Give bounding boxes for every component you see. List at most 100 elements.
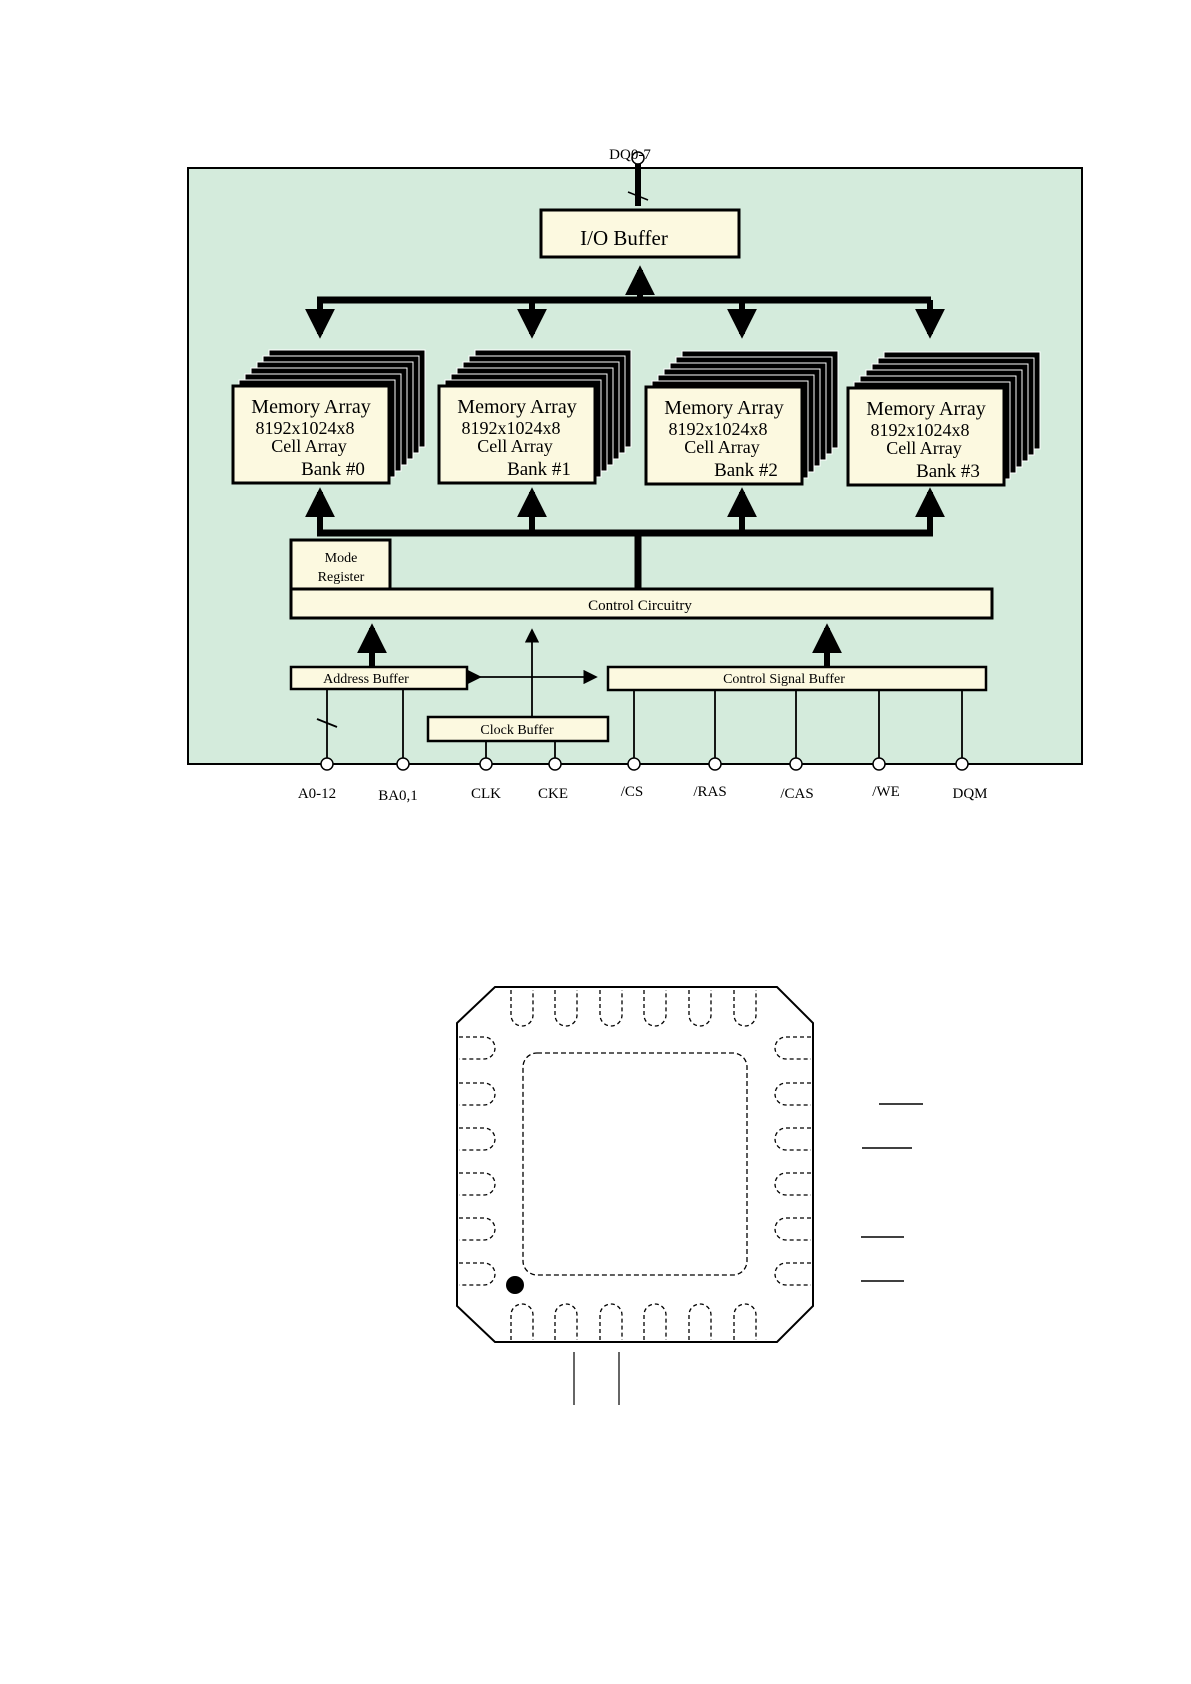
bank-2-size: 8192x1024x8: [669, 419, 768, 439]
pin-label-cke: CKE: [538, 786, 568, 802]
pad-bottom-3: [643, 1303, 667, 1340]
pad-left-4: [459, 1217, 496, 1241]
bank-3-title: Memory Array: [866, 398, 985, 420]
pad-top-4: [688, 990, 712, 1027]
pin-circle-3: [548, 757, 562, 771]
pin-circle-5: [708, 757, 722, 771]
pin-labels: A0-12 BA0,1 CLK CKE /CS /RAS /CAS /WE DQ…: [298, 784, 988, 804]
memory-bank-0: [231, 349, 426, 485]
bank-labels: Memory Array 8192x1024x8 Cell Array Bank…: [251, 396, 985, 482]
clock-buffer-box: [426, 715, 610, 743]
package-outline: [456, 986, 814, 1343]
bank-0-labels: Memory Array 8192x1024x8 Cell Array Bank…: [251, 396, 370, 480]
bank-1-number: Bank #1: [507, 459, 571, 480]
memory-bank-3: [846, 351, 1041, 487]
mode-register-line1: Mode: [325, 551, 358, 566]
bank-2-labels: Memory Array 8192x1024x8 Cell Array Bank…: [664, 397, 783, 481]
pin-circle-0: [320, 757, 334, 771]
dq-pin: [631, 151, 645, 165]
exposed-pad-outline: [522, 1052, 748, 1276]
pad-left-0: [459, 1036, 496, 1060]
pad-top-1: [554, 990, 578, 1027]
pad-bottom-1: [554, 1303, 578, 1340]
package-drawing: [456, 986, 923, 1405]
pad-bottom-0: [510, 1303, 534, 1340]
io-buffer-box: [539, 208, 741, 259]
control-circuitry-box: [289, 587, 994, 620]
pad-bottom-5: [733, 1303, 757, 1340]
block-diagram: DQ0-7 I/O Buffer Memory Array 8192x1024x…: [187, 147, 1083, 804]
bank-3-front-layer: [846, 386, 1006, 487]
bank-0-number: Bank #0: [301, 459, 365, 480]
pad-left-2: [459, 1127, 496, 1151]
bank-2-sub: Cell Array: [684, 437, 759, 457]
bank-1-sub: Cell Array: [477, 436, 552, 456]
memory-bank-2: [644, 350, 839, 486]
io-buffer-label: I/O Buffer: [580, 226, 668, 250]
pin-label-cs: /CS: [621, 784, 644, 800]
pin-label-cas: /CAS: [780, 786, 813, 802]
pads-bottom: [510, 1303, 757, 1340]
address-buffer-box: [289, 665, 469, 691]
bank-3-size: 8192x1024x8: [871, 420, 970, 440]
pad-left-5: [459, 1262, 496, 1286]
pad-right-5: [774, 1262, 811, 1286]
pin-label-ba01: BA0,1: [378, 788, 418, 804]
pad-left-1: [459, 1082, 496, 1106]
pin-circle-2: [479, 757, 493, 771]
pads-right: [774, 1036, 811, 1286]
control-signal-buffer-box: [606, 665, 988, 692]
address-buffer-label: Address Buffer: [323, 672, 409, 687]
bank-0-front-layer: [231, 384, 391, 485]
pad-right-0: [774, 1036, 811, 1060]
pin-label-we: /WE: [872, 784, 900, 800]
pin-label-a0-12: A0-12: [298, 786, 336, 802]
pin-circles: [320, 757, 969, 771]
pin-circle-1: [396, 757, 410, 771]
clock-buffer-label: Clock Buffer: [480, 723, 554, 738]
pad-right-1: [774, 1082, 811, 1106]
pin-circle-8: [955, 757, 969, 771]
pin-label-ras: /RAS: [693, 784, 726, 800]
control-signal-buffer-label: Control Signal Buffer: [723, 672, 845, 687]
pad-right-2: [774, 1127, 811, 1151]
pin-circle-7: [872, 757, 886, 771]
bank-0-sub: Cell Array: [271, 436, 346, 456]
pad-top-3: [643, 990, 667, 1027]
bank-1-size: 8192x1024x8: [462, 418, 561, 438]
dq-slash: [627, 191, 649, 201]
bank-3-sub: Cell Array: [886, 438, 961, 458]
pin-label-dqm: DQM: [952, 786, 987, 802]
pads-top: [510, 990, 757, 1027]
pin-circle-4: [627, 757, 641, 771]
pad-left-3: [459, 1172, 496, 1196]
bank-1-labels: Memory Array 8192x1024x8 Cell Array Bank…: [457, 396, 576, 480]
bank-1-title: Memory Array: [457, 396, 576, 418]
pad-right-4: [774, 1217, 811, 1241]
pin-circle-6: [789, 757, 803, 771]
pin-lines: [316, 689, 963, 764]
bank-3-labels: Memory Array 8192x1024x8 Cell Array Bank…: [866, 398, 985, 482]
pad-right-3: [774, 1172, 811, 1196]
control-circuitry-label: Control Circuitry: [588, 598, 692, 614]
bank-0-size: 8192x1024x8: [256, 418, 355, 438]
dq-label: DQ0-7: [609, 147, 651, 163]
pad-bottom-4: [688, 1303, 712, 1340]
pin-line-a0-12-slash: [316, 718, 338, 728]
pad-top-2: [599, 990, 623, 1027]
pad-top-5: [733, 990, 757, 1027]
pads-left: [459, 1036, 496, 1286]
pin-label-clk: CLK: [471, 786, 501, 802]
bank-2-front-layer: [644, 385, 804, 486]
memory-bank-1: [437, 349, 632, 485]
mode-register-line2: Register: [318, 570, 365, 585]
bank-2-number: Bank #2: [714, 460, 778, 481]
bank-0-title: Memory Array: [251, 396, 370, 418]
bank-2-title: Memory Array: [664, 397, 783, 419]
bank-3-number: Bank #3: [916, 461, 980, 482]
pad-top-0: [510, 990, 534, 1027]
pin1-dot-icon: [506, 1276, 524, 1294]
bank-1-front-layer: [437, 384, 597, 485]
pad-bottom-2: [599, 1303, 623, 1340]
